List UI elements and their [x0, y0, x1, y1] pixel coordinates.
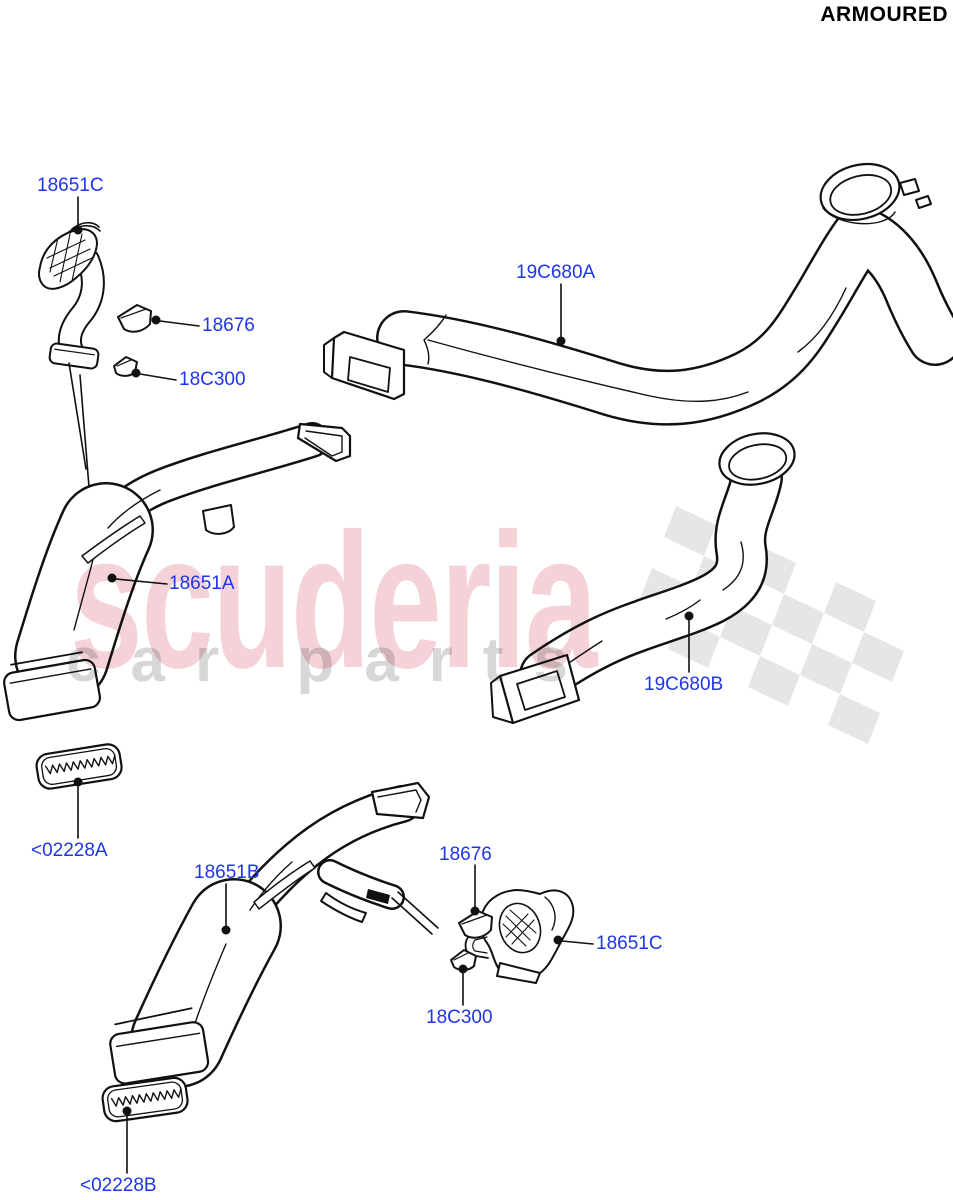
part-label-18676-bottom[interactable]: 18676 [439, 844, 492, 865]
clip-18676-bottom-drawing [458, 910, 493, 939]
part-label-18C300-top[interactable]: 18C300 [179, 369, 246, 390]
part-label-18676-top[interactable]: 18676 [202, 315, 255, 336]
duct-18651A-drawing [3, 422, 352, 722]
clip-18676-top-drawing [117, 304, 152, 333]
part-label-02228B[interactable]: <02228B [80, 1175, 157, 1196]
clip-18C300-bottom-drawing [450, 949, 477, 971]
clip-18C300-top-drawing [113, 356, 138, 377]
duct-18651B-drawing [109, 781, 431, 1088]
part-label-02228A[interactable]: <02228A [31, 840, 108, 861]
part-label-18651A[interactable]: 18651A [169, 573, 235, 594]
checkered-flag-watermark [640, 506, 904, 744]
page-title: ARMOURED [820, 3, 948, 26]
duct-19C680B-drawing [490, 432, 796, 725]
part-label-18651C-bottom[interactable]: 18651C [596, 933, 663, 954]
grille-02228B-drawing [101, 1076, 189, 1123]
grille-02228A-drawing [35, 743, 123, 790]
vent-18651C-bottom-drawing [464, 889, 575, 984]
part-label-18651B[interactable]: 18651B [194, 862, 260, 883]
part-label-19C680A[interactable]: 19C680A [516, 262, 596, 283]
part-label-18C300-bottom[interactable]: 18C300 [426, 1007, 493, 1028]
duct-19C680A-drawing [323, 162, 953, 426]
part-label-19C680B[interactable]: 19C680B [644, 674, 724, 695]
vent-18651C-top-drawing [38, 221, 105, 370]
part-label-18651C-top[interactable]: 18651C [37, 175, 104, 196]
